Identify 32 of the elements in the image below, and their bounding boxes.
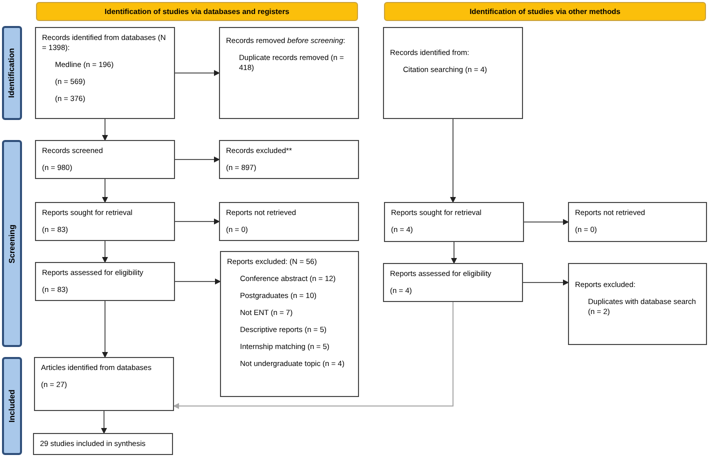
arrow	[102, 240, 108, 263]
arrow	[174, 70, 220, 76]
arrow	[101, 410, 107, 434]
process-box	[35, 140, 175, 179]
process-box	[219, 27, 359, 119]
phase-band: Screening	[2, 140, 22, 347]
process-box	[35, 27, 175, 119]
arrow	[451, 242, 457, 264]
arrow	[522, 280, 569, 286]
arrow	[173, 302, 454, 409]
process-box	[219, 202, 359, 241]
phase-band: Identification	[2, 26, 22, 120]
arrow	[174, 218, 220, 224]
phase-band: Included	[2, 357, 22, 455]
process-box	[33, 433, 173, 455]
arrow	[102, 118, 108, 141]
process-box	[568, 202, 707, 242]
arrow	[524, 219, 569, 225]
arrow	[174, 156, 220, 162]
process-box	[35, 262, 175, 301]
arrow	[102, 178, 108, 203]
process-box	[34, 357, 174, 411]
process-box	[220, 251, 359, 397]
arrow	[450, 118, 456, 203]
arrow	[174, 278, 221, 284]
process-box	[35, 202, 175, 241]
process-box	[383, 263, 523, 302]
arrow	[102, 300, 108, 358]
process-box	[568, 263, 707, 345]
process-box	[384, 202, 524, 242]
process-box	[383, 27, 523, 119]
process-box	[219, 140, 359, 179]
